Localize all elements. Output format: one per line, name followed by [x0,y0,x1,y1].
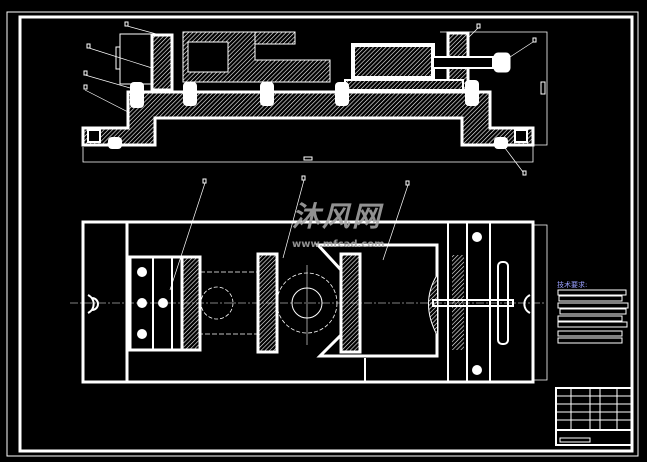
technical-requirements-lines [557,289,629,344]
title-block [555,387,633,446]
inner-frame [18,15,634,453]
technical-requirements-heading: 技术要求: [557,281,588,289]
outer-border [6,11,639,457]
front-section-view [81,21,548,176]
watermark-logo: 沐风网 [292,200,383,233]
plan-view [70,175,548,384]
watermark-url: www.mfcad.com [292,239,385,250]
